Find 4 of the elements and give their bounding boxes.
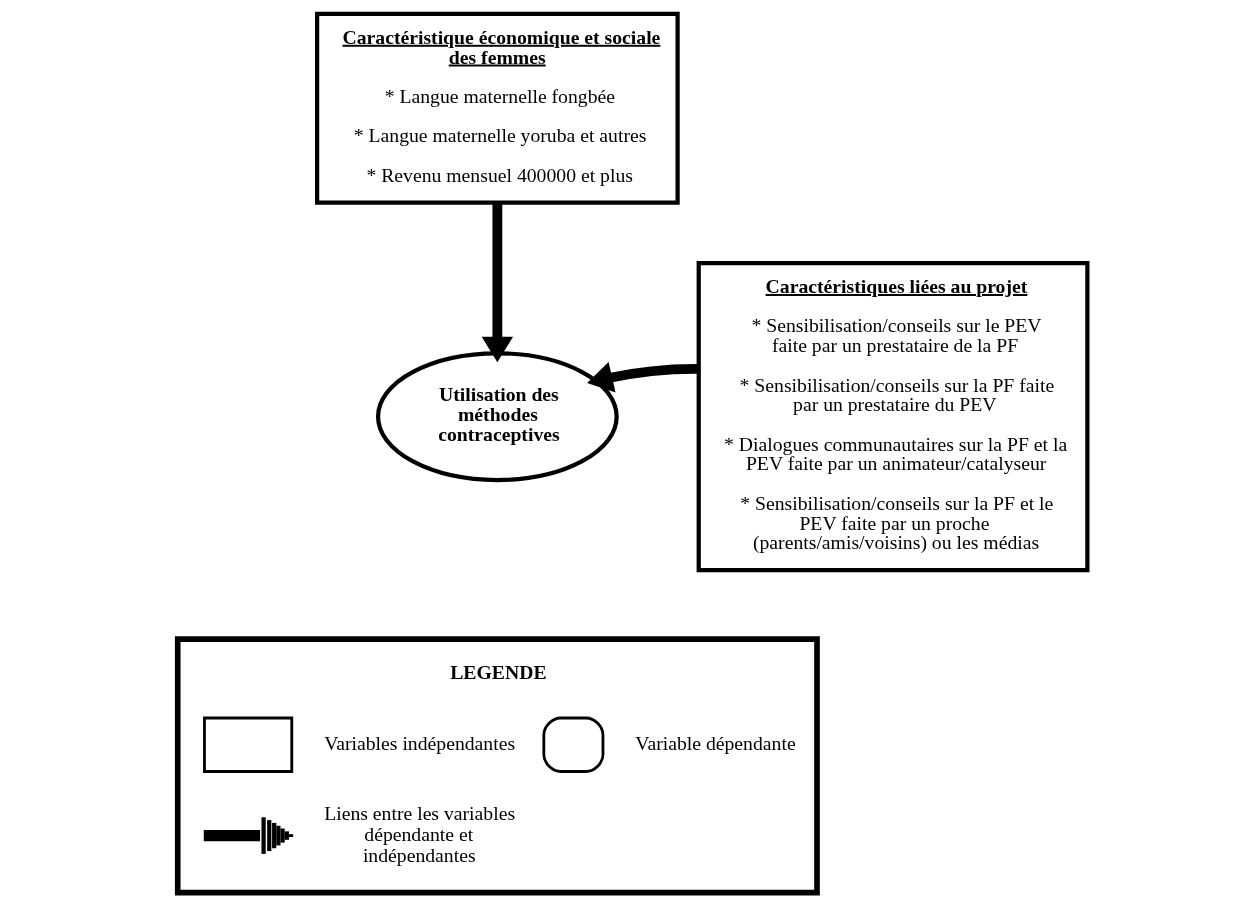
- legend-label: Variables indépendantes: [324, 731, 516, 754]
- label: LEGENDE: [450, 660, 547, 683]
- legend-label: Liens entre les variables dépendante et indépendantes: [324, 801, 516, 866]
- legend-label: Variable dépendante: [635, 731, 796, 754]
